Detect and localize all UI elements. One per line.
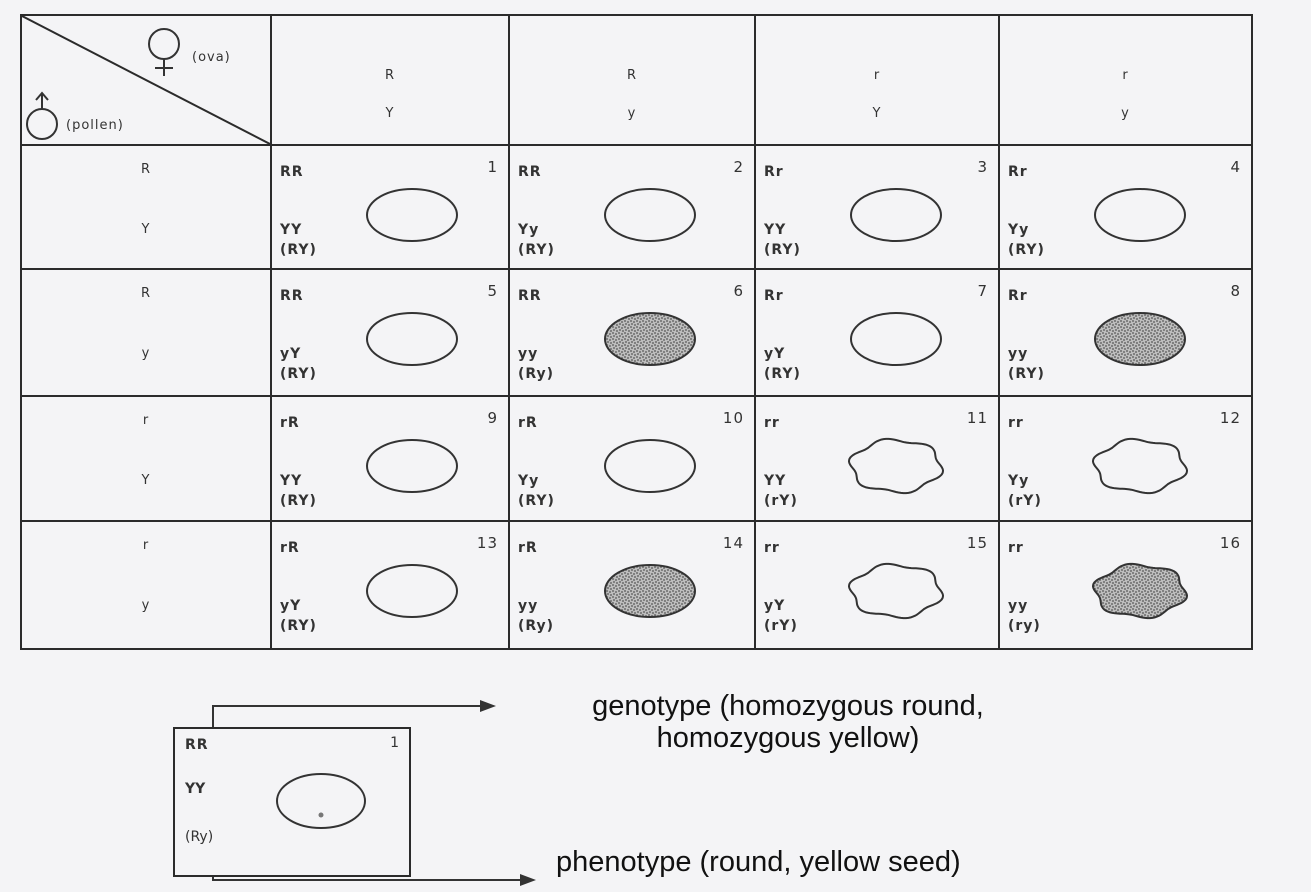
phenotype-caption: phenotype (round, yellow seed) xyxy=(556,846,961,879)
legend-seed-icon xyxy=(271,769,381,839)
legend-phenotype: (Ry) xyxy=(185,829,213,845)
genotype-caption: genotype (homozygous round, homozygous y… xyxy=(548,690,1028,754)
legend-genotype-round: RR xyxy=(185,737,209,753)
legend-cell-number: 1 xyxy=(390,735,399,751)
legend-genotype-yellow: YY xyxy=(185,781,205,797)
genotype-arrowhead-icon xyxy=(480,700,496,712)
legend-example-cell: RR 1 YY (Ry) xyxy=(173,727,411,877)
genotype-arrow-line xyxy=(213,706,480,727)
phenotype-arrow-line xyxy=(213,877,520,880)
phenotype-arrowhead-icon xyxy=(520,874,536,886)
